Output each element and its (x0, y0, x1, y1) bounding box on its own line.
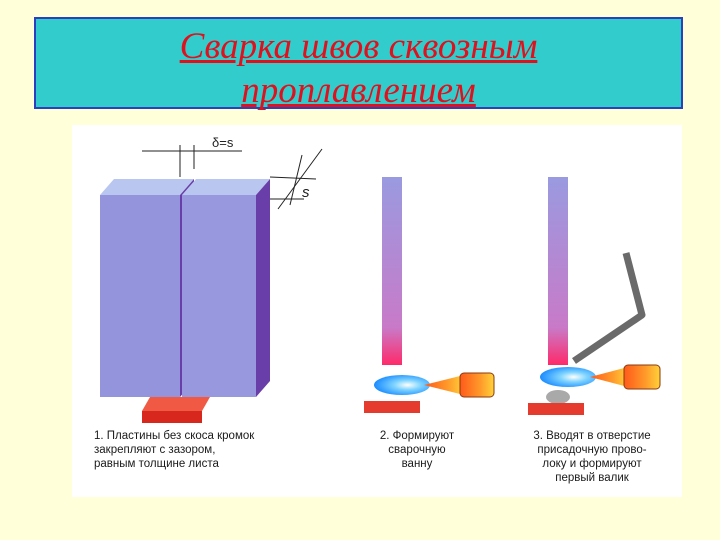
plate-left (100, 179, 194, 397)
title-line-2: проплавлением (241, 70, 476, 111)
support-plate-3 (528, 403, 584, 415)
gap-label: δ=s (212, 135, 234, 150)
title-banner: Сварка швов сквозным проплавлением (34, 17, 683, 111)
torch-3 (590, 364, 661, 390)
gap-dimension (142, 145, 323, 210)
weld-bead (546, 390, 570, 404)
page-title: Сварка швов сквозным проплавлением (36, 25, 681, 113)
step-3-caption: 3. Вводят в отверстие присадочную прово-… (533, 430, 651, 484)
step-2-caption: 2. Формируют сварочную ванну (379, 430, 455, 470)
plate-edge-3 (548, 177, 568, 365)
torch-2 (424, 372, 495, 398)
flame-2 (374, 375, 430, 395)
step-1-caption: 1. Пластины без скоса кромок закрепляют … (94, 430, 255, 470)
plate-edge-2 (382, 177, 402, 365)
title-line-1: Сварка швов сквозным (179, 26, 538, 67)
diagram-panel: δ=s s 1. Пластины без ско (72, 125, 682, 497)
flame-3 (540, 367, 596, 387)
thickness-label: s (302, 184, 310, 201)
support-plate-2 (364, 401, 420, 413)
welding-diagram: δ=s s (100, 135, 661, 423)
plate-right (182, 179, 270, 397)
filler-wire (572, 252, 646, 364)
support-plate-1 (142, 397, 210, 423)
